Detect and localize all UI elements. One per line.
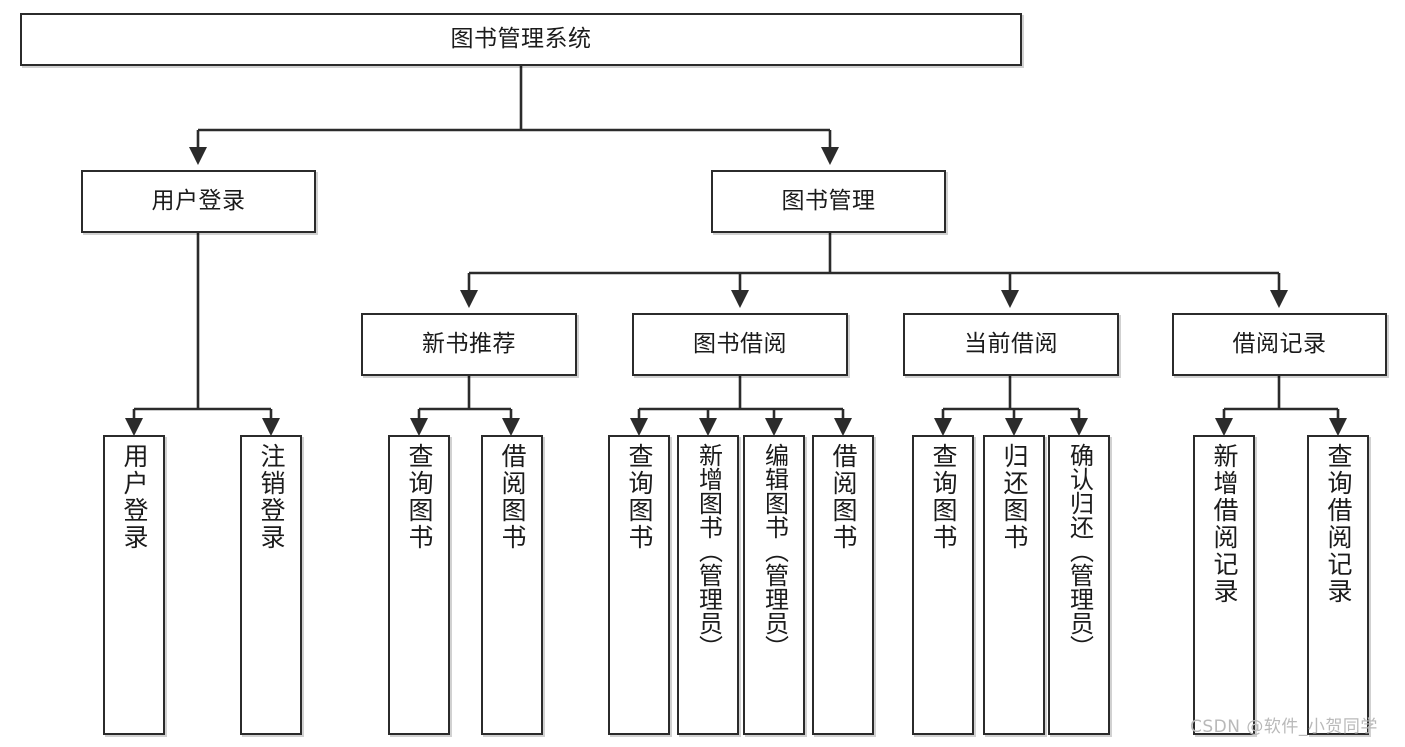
leaf-query-book-3[interactable]: 查询图书 xyxy=(912,435,974,735)
node-current-borrow-label: 当前借阅 xyxy=(964,330,1058,357)
node-book-management-label: 图书管理 xyxy=(781,187,876,214)
leaf-query-book-1[interactable]: 查询图书 xyxy=(388,435,450,735)
node-user-login-label: 用户登录 xyxy=(151,187,246,214)
leaf-query-book-2-label: 查询图书 xyxy=(625,443,654,551)
leaf-user-login[interactable]: 用户登录 xyxy=(103,435,165,735)
leaf-return-book-label: 归还图书 xyxy=(1000,443,1029,551)
node-book-borrow[interactable]: 图书借阅 xyxy=(632,313,848,376)
leaf-borrow-book-1[interactable]: 借阅图书 xyxy=(481,435,543,735)
node-book-management[interactable]: 图书管理 xyxy=(711,170,946,233)
leaf-edit-book-admin[interactable]: 编辑图书（管理员） xyxy=(743,435,805,735)
leaf-confirm-return-admin[interactable]: 确认归还（管理员） xyxy=(1048,435,1110,735)
leaf-query-book-1-label: 查询图书 xyxy=(405,443,434,551)
node-root[interactable]: 图书管理系统 xyxy=(20,13,1022,66)
leaf-return-book[interactable]: 归还图书 xyxy=(983,435,1045,735)
node-root-label: 图书管理系统 xyxy=(450,25,592,52)
node-book-borrow-label: 图书借阅 xyxy=(693,330,787,357)
leaf-logout-label: 注销登录 xyxy=(257,443,286,551)
leaf-add-book-admin[interactable]: 新增图书（管理员） xyxy=(677,435,739,735)
node-borrow-record[interactable]: 借阅记录 xyxy=(1172,313,1387,376)
leaf-query-book-3-label: 查询图书 xyxy=(929,443,958,551)
leaf-borrow-book-2[interactable]: 借阅图书 xyxy=(812,435,874,735)
leaf-edit-book-admin-label: 编辑图书（管理员） xyxy=(760,443,789,659)
leaf-add-borrow-record[interactable]: 新增借阅记录 xyxy=(1193,435,1255,735)
leaf-add-borrow-record-label: 新增借阅记录 xyxy=(1210,443,1239,605)
node-current-borrow[interactable]: 当前借阅 xyxy=(903,313,1119,376)
leaf-user-login-label: 用户登录 xyxy=(120,443,149,551)
node-borrow-record-label: 借阅记录 xyxy=(1232,330,1327,357)
leaf-add-book-admin-label: 新增图书（管理员） xyxy=(694,443,723,659)
leaf-query-borrow-record[interactable]: 查询借阅记录 xyxy=(1307,435,1369,735)
leaf-logout[interactable]: 注销登录 xyxy=(240,435,302,735)
watermark: CSDN @软件_小贺同学 xyxy=(1190,717,1378,737)
leaf-borrow-book-2-label: 借阅图书 xyxy=(829,443,858,551)
node-new-book-recommend-label: 新书推荐 xyxy=(422,330,516,357)
node-new-book-recommend[interactable]: 新书推荐 xyxy=(361,313,577,376)
leaf-borrow-book-1-label: 借阅图书 xyxy=(498,443,527,551)
leaf-confirm-return-admin-label: 确认归还（管理员） xyxy=(1065,443,1094,659)
leaf-query-book-2[interactable]: 查询图书 xyxy=(608,435,670,735)
node-user-login[interactable]: 用户登录 xyxy=(81,170,316,233)
leaf-query-borrow-record-label: 查询借阅记录 xyxy=(1324,443,1353,605)
